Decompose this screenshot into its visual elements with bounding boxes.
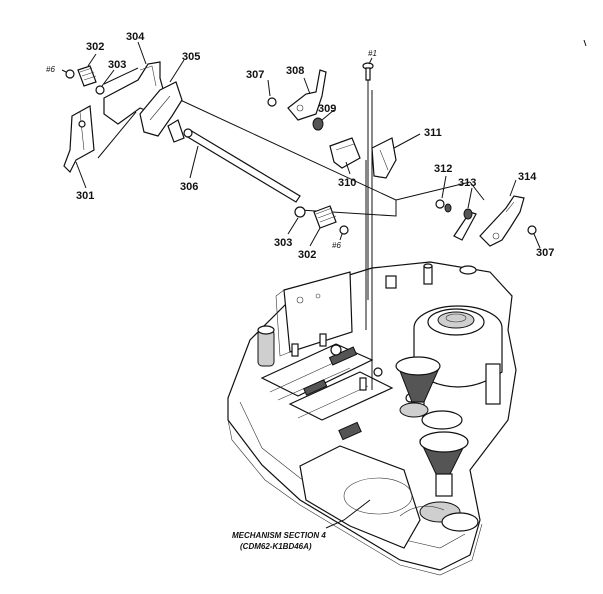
- callout-302-mid: 302: [298, 249, 316, 261]
- washer-6: [65, 69, 75, 79]
- callout-308: 308: [286, 65, 304, 77]
- washer-307-right: [527, 225, 537, 235]
- upper-parts-307-311: [267, 62, 397, 179]
- mechanism-chassis: [227, 261, 517, 576]
- callout-304: 304: [126, 31, 145, 43]
- ref-6-mid: #6: [332, 241, 341, 250]
- washer-307: [267, 97, 277, 107]
- bracket-314: [479, 195, 525, 247]
- callout-labels: 302 303 304 305 301 306 307 308 309 310 …: [46, 31, 554, 261]
- washer-312: [435, 199, 445, 209]
- callout-leaders: [61, 41, 541, 529]
- mechanism-caption: MECHANISM SECTION 4 (CDM62-K1BD46A): [232, 531, 326, 551]
- caption-line-2: (CDM62-K1BD46A): [240, 542, 312, 551]
- callout-307: 307: [246, 69, 264, 81]
- lever-313: [453, 211, 477, 241]
- ref-6-left: #6: [46, 65, 55, 74]
- stray-mark: [583, 39, 587, 47]
- callout-307-right: 307: [536, 247, 554, 259]
- bracket-311: [371, 137, 397, 179]
- shaft-306: [167, 119, 301, 203]
- callout-305: 305: [182, 51, 200, 63]
- callout-306: 306: [180, 181, 198, 193]
- callout-310: 310: [338, 177, 356, 189]
- caption-line-1: MECHANISM SECTION 4: [232, 531, 326, 540]
- callout-314: 314: [518, 171, 537, 183]
- washer-6-mid: [339, 225, 349, 235]
- callout-302: 302: [86, 41, 104, 53]
- screw-1: [362, 62, 374, 81]
- callout-301: 301: [76, 190, 94, 202]
- callout-303: 303: [108, 59, 126, 71]
- callout-303-mid: 303: [274, 237, 292, 249]
- bracket-305: [139, 81, 183, 137]
- callout-312: 312: [434, 163, 452, 175]
- ref-1: #1: [368, 49, 377, 58]
- bracket-301: [63, 105, 95, 174]
- washer-303-mid: [294, 206, 306, 218]
- washer-303: [95, 85, 105, 95]
- callout-313: 313: [458, 177, 476, 189]
- callout-309: 309: [318, 103, 336, 115]
- right-parts-312-314: [435, 195, 537, 247]
- collar-309: [312, 117, 324, 131]
- bracket-310: [329, 137, 361, 169]
- callout-311: 311: [424, 127, 442, 139]
- left-bracket-group: [63, 61, 183, 174]
- spring-302-mid: [313, 205, 337, 229]
- spring-302: [77, 65, 97, 87]
